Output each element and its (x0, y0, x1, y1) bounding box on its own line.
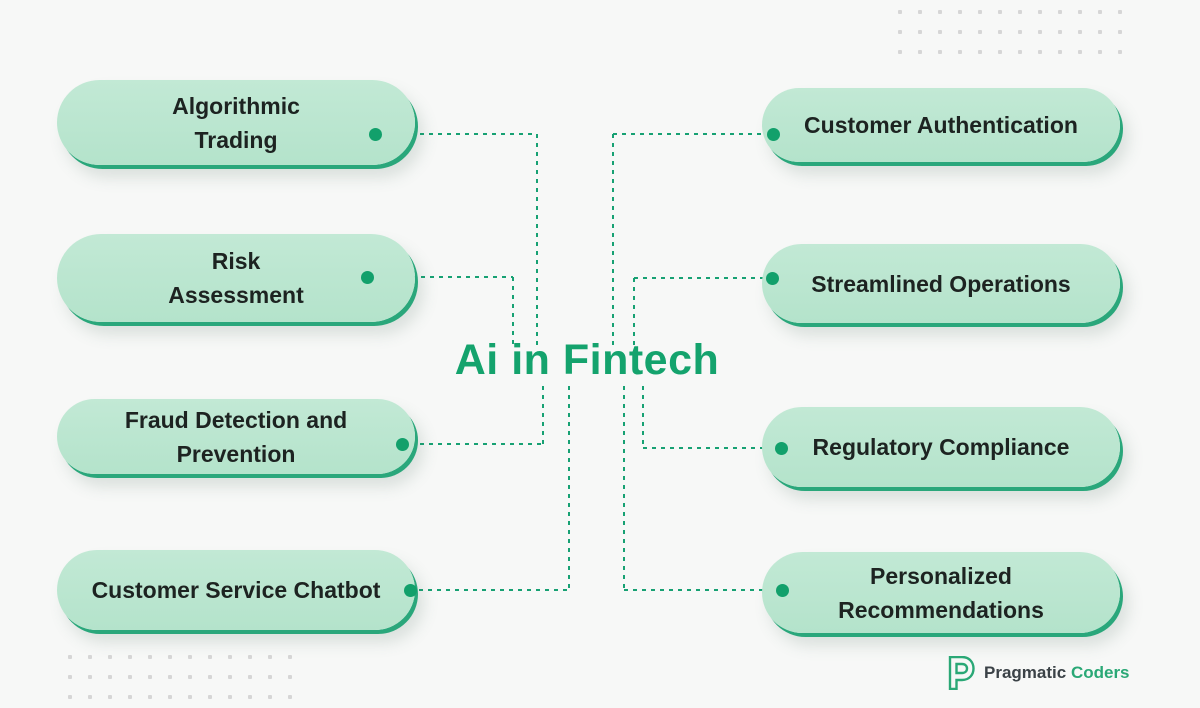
node-label-line: Regulatory Compliance (812, 434, 1070, 460)
diagram-title: Ai in Fintech (454, 336, 720, 384)
node-label-line: Customer Authentication (804, 112, 1078, 138)
node-label-line: Algorithmic (172, 92, 300, 119)
node-label-line: Streamlined Operations (811, 270, 1071, 297)
node-risk-assessment: Risk Assessment (57, 234, 415, 322)
brand-name-accent: Coders (1070, 663, 1130, 682)
pragmatic-coders-logo-icon (948, 656, 975, 690)
node-label-line: Risk (211, 248, 261, 274)
node-customer-service-chatbot: Customer Service Chatbot (57, 550, 415, 630)
dot-grid-top-right (890, 2, 1126, 58)
node-streamlined-operations: Streamlined Operations (762, 244, 1120, 323)
node-label-line: Assessment (168, 282, 304, 308)
node-personalized-recommendations: Personalized Recommendations (762, 552, 1120, 633)
node-customer-authentication: Customer Authentication (762, 88, 1120, 162)
node-regulatory-compliance: Regulatory Compliance (762, 407, 1120, 487)
dot-grid-bottom-left (60, 647, 296, 703)
node-fraud-detection: Fraud Detection and Prevention (57, 399, 415, 474)
pragmatic-coders-logo: Pragmatic Coders (948, 656, 1130, 690)
node-label-line: Fraud Detection and (124, 406, 348, 433)
node-label-line: Personalized (870, 562, 1012, 589)
node-algorithmic-trading: Algorithmic Trading (57, 80, 415, 165)
node-label-line: Recommendations (838, 596, 1044, 623)
node-label-line: Prevention (176, 440, 296, 467)
node-label-line: Customer Service Chatbot (91, 577, 381, 603)
brand-name-primary: Pragmatic (984, 663, 1067, 682)
brand-name: Pragmatic Coders (984, 663, 1130, 683)
node-label-line: Trading (194, 126, 278, 153)
